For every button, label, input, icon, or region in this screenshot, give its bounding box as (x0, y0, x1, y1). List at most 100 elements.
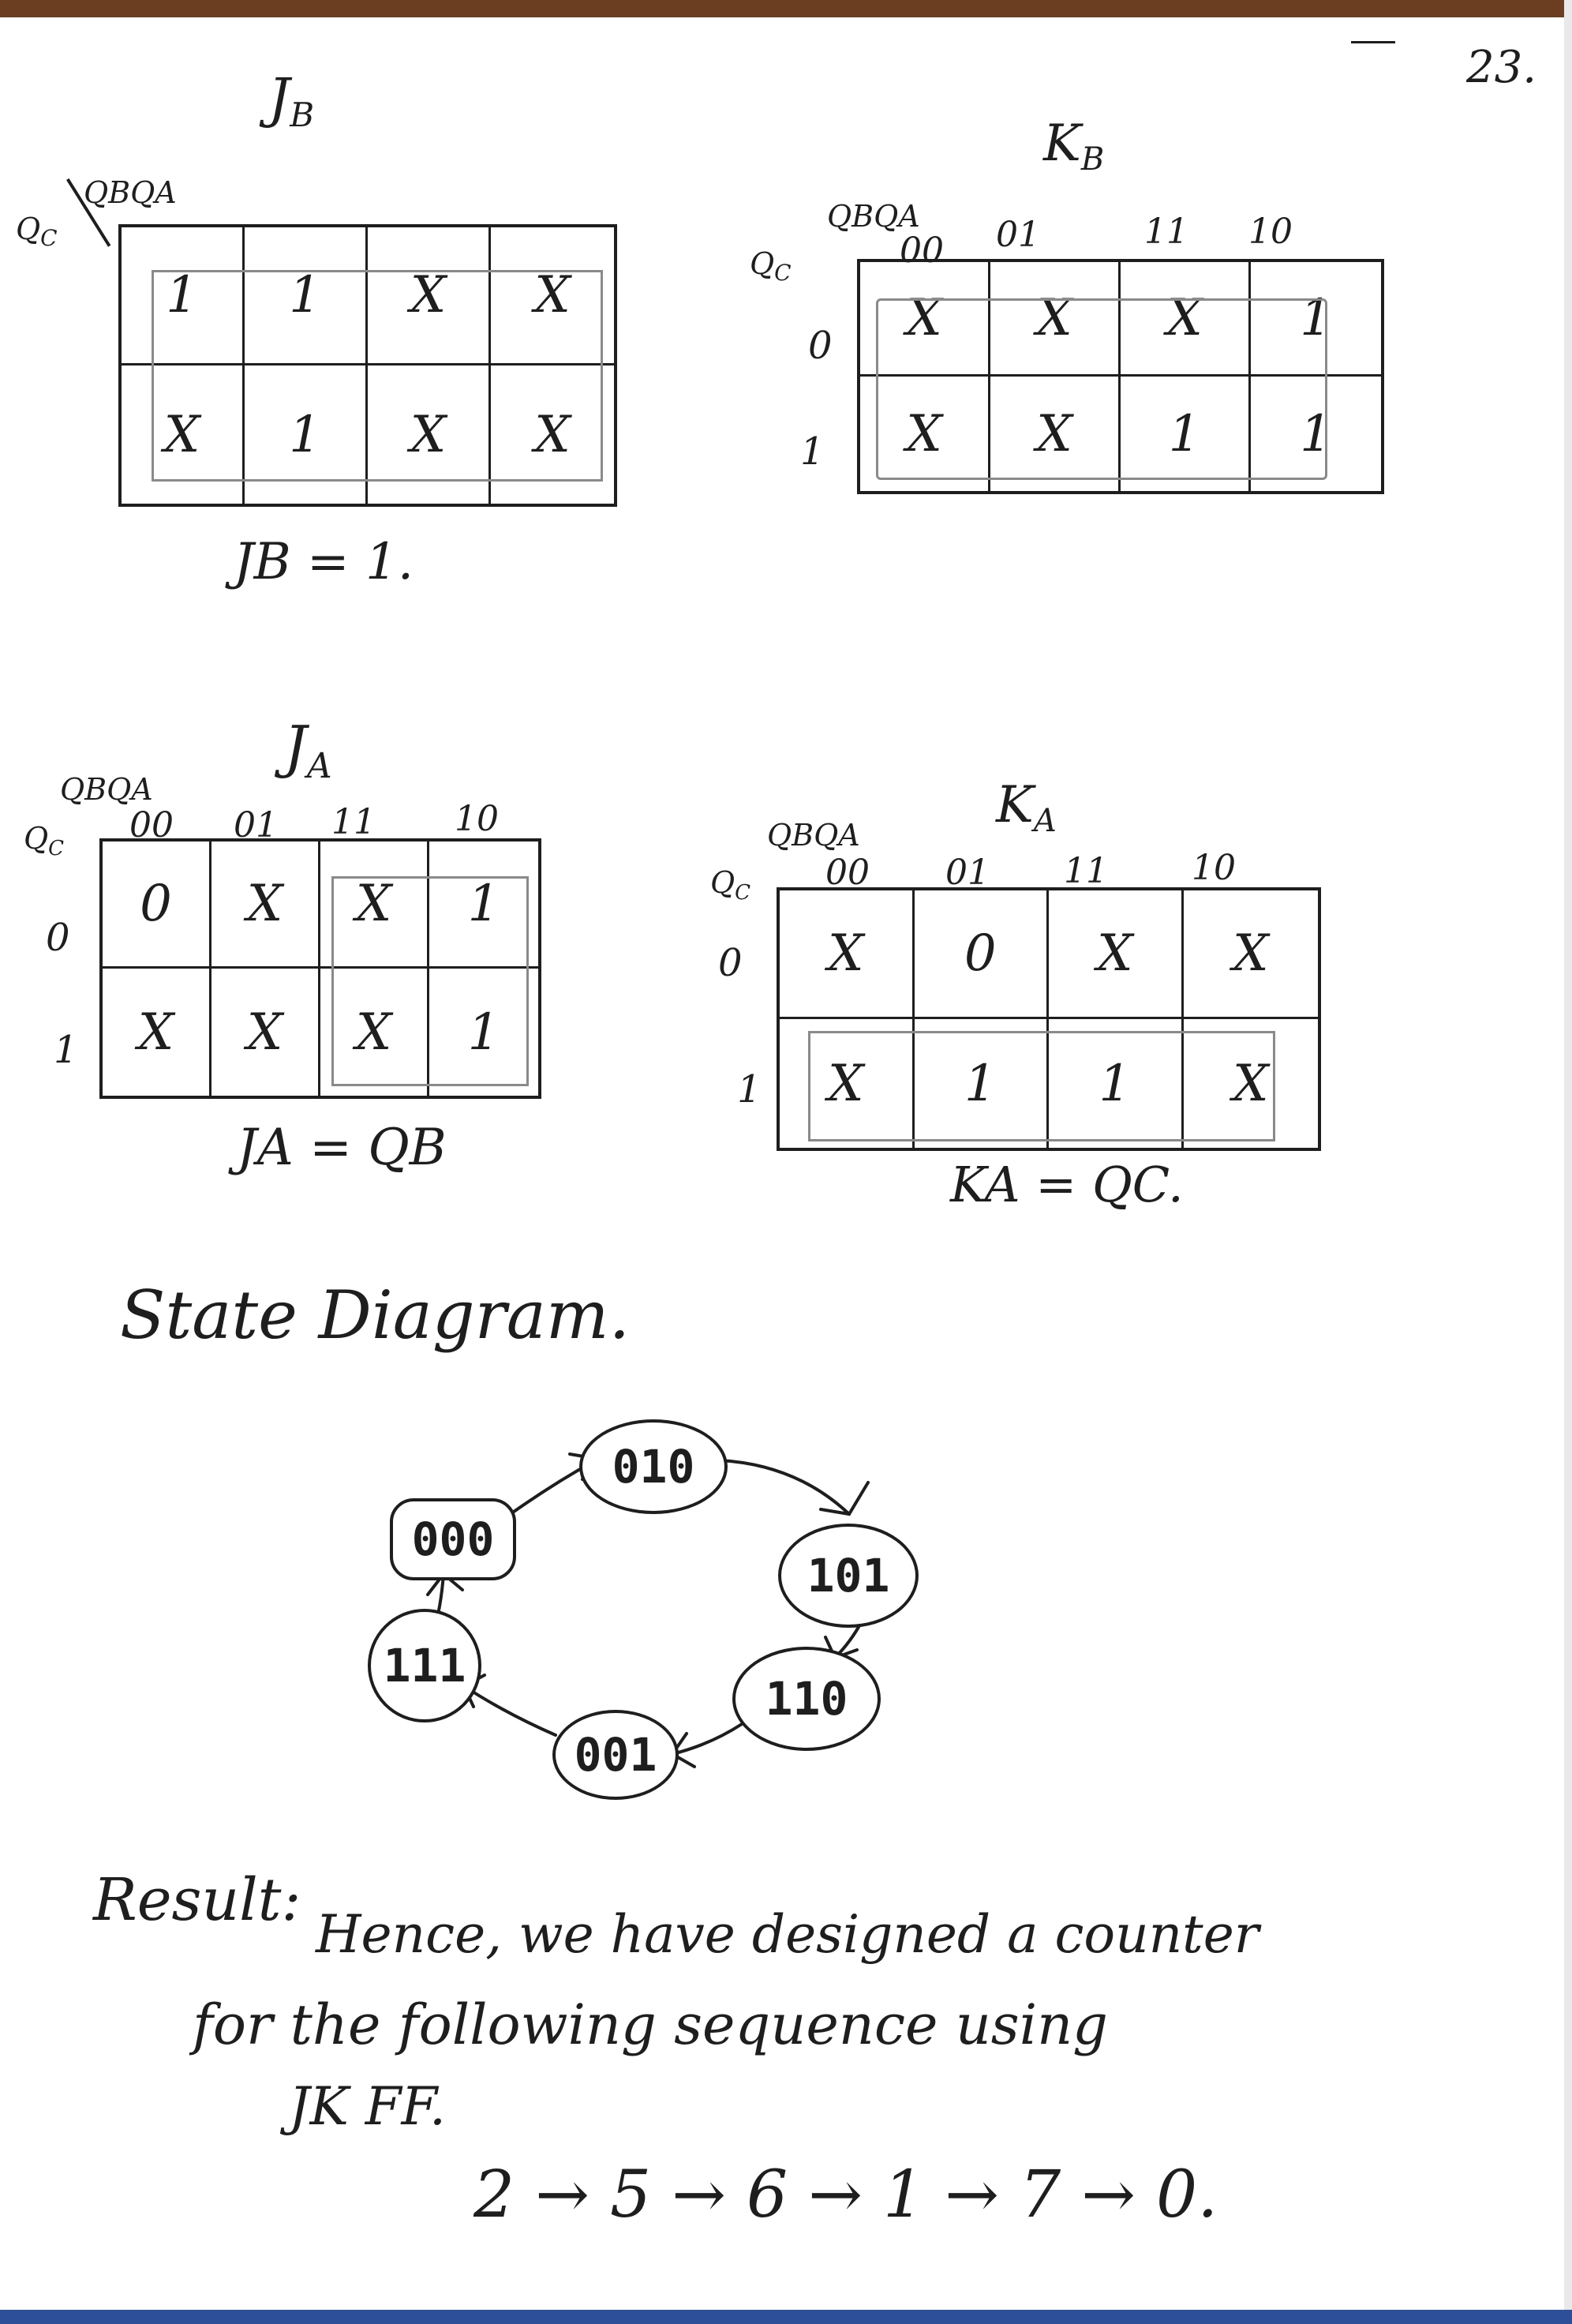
arrow-110-to-001 (671, 1722, 743, 1756)
arrow-001-to-111 (462, 1685, 557, 1737)
ja-equation: JA = QB (237, 1119, 447, 1177)
kb-cell: X (990, 377, 1121, 491)
ja-col-header: 11 (331, 802, 376, 842)
ka-corner-row-subscript: C (735, 881, 751, 905)
kb-corner-row-letter: Q (750, 246, 775, 281)
jb-title-subscript: B (290, 96, 315, 134)
ja-row-header: 0 (46, 916, 70, 960)
jb-corner-row-subscript: C (40, 225, 58, 251)
arrow-010-to-101 (720, 1459, 851, 1516)
jb-title-letter: J (268, 68, 290, 130)
result-line-2: for the following sequence using (193, 1992, 1108, 2057)
ja-title-subscript: A (306, 746, 332, 786)
state-node: 111 (368, 1609, 481, 1722)
page-number-dash (1351, 41, 1395, 43)
ka-row-header: 1 (737, 1067, 762, 1111)
jb-group-outline (152, 270, 603, 482)
ja-row-header: 1 (54, 1028, 78, 1072)
ka-title-subscript: A (1033, 803, 1057, 839)
kb-cell: X (860, 377, 990, 491)
jb-corner-col-vars: QBQA (84, 175, 177, 210)
kb-kmap-grid: X X X 1 X X 1 1 (857, 259, 1384, 494)
ka-col-header: 10 (1192, 848, 1236, 888)
ja-group-outline (331, 876, 529, 1086)
jb-cell: 1 (245, 365, 368, 504)
ka-col-header: 01 (945, 853, 990, 893)
state-node: 010 (579, 1419, 728, 1514)
kb-corner-row-subscript: C (774, 260, 792, 286)
jb-cell: X (491, 227, 614, 365)
state-node: 101 (778, 1524, 919, 1628)
ja-cell: X (103, 969, 211, 1096)
page-bottom-edge (0, 2310, 1572, 2324)
ka-corner-col-vars: QBQA (767, 818, 860, 853)
ka-col-header: 00 (825, 853, 870, 893)
jb-cell: X (534, 405, 571, 464)
ka-group-outline (808, 1031, 1275, 1141)
result-label: Result: (93, 1866, 301, 1934)
ja-cell: X (211, 969, 320, 1096)
state-diagram-heading: State Diagram. (120, 1276, 631, 1354)
ja-corner-row-subscript: C (48, 837, 65, 860)
kb-col-header: 11 (1144, 212, 1188, 252)
kb-row-header: 1 (800, 429, 825, 474)
ka-col-header: 11 (1064, 851, 1108, 891)
ja-corner-col-vars: QBQA (60, 772, 153, 807)
kb-cell: 1 (1121, 377, 1251, 491)
ja-cell: X (211, 842, 320, 969)
ja-title-letter: J (284, 714, 307, 780)
kb-group-outline (876, 298, 1327, 480)
state-node: 110 (732, 1647, 881, 1751)
result-line-3: JK FF. (289, 2076, 447, 2137)
kb-title-subscript: B (1080, 141, 1105, 178)
page-top-edge (0, 0, 1572, 17)
ka-corner-row-letter: Q (710, 865, 735, 900)
result-sequence: 2 → 5 → 6 → 1 → 7 → 0. (473, 2157, 1218, 2232)
ka-cell: X (1183, 890, 1318, 1019)
state-node: 000 (390, 1498, 516, 1580)
jb-cell: X (368, 365, 491, 504)
ja-kmap-grid: 0 X X 1 X X X 1 (99, 838, 541, 1099)
ka-corner-row-var: QC (710, 865, 750, 905)
jb-cell: 1 (245, 227, 368, 365)
jb-equation: JB = 1. (234, 533, 414, 591)
state-node: 001 (552, 1710, 679, 1800)
page-number: 23. (1466, 42, 1537, 93)
jb-cell: X (122, 365, 245, 504)
ka-title-letter: K (996, 776, 1034, 834)
ka-cell: X (1232, 1054, 1269, 1113)
jb-cell: 1 (122, 227, 245, 365)
ja-cell: X (320, 842, 429, 969)
ja-col-header: 10 (455, 799, 499, 839)
ja-map-title: JA (284, 718, 332, 784)
ka-kmap-grid: X 0 X X X 1 1 X (777, 887, 1321, 1151)
ka-cell: X (780, 1019, 915, 1148)
page-right-edge (1564, 0, 1572, 2324)
kb-col-header: 00 (900, 231, 944, 271)
ja-cell: X (320, 969, 429, 1096)
ka-cell: X (1049, 890, 1184, 1019)
ja-corner-row-letter: Q (24, 821, 49, 856)
kb-row-header: 0 (808, 324, 833, 368)
kb-corner-row-var: QC (750, 246, 792, 286)
ka-equation: KA = QC. (950, 1156, 1184, 1213)
arrowhead-101 (819, 1481, 870, 1516)
ja-cell: 1 (429, 842, 538, 969)
ka-row-header: 0 (718, 941, 743, 985)
ja-cell: 1 (467, 1003, 500, 1062)
kb-corner-col-vars: QBQA (827, 199, 920, 234)
result-line-1: Hence, we have designed a counter (316, 1904, 1259, 1965)
kb-map-title: KB (1043, 118, 1104, 175)
ka-cell: X (780, 890, 915, 1019)
kb-title-letter: K (1043, 114, 1081, 173)
ka-cell: 1 (1049, 1019, 1184, 1148)
kb-col-header: 10 (1248, 212, 1293, 252)
kb-col-header: 01 (996, 215, 1040, 255)
ka-cell: 0 (914, 890, 1049, 1019)
jb-cell: X (368, 227, 491, 365)
ka-cell: 1 (915, 1019, 1049, 1148)
ja-cell: 0 (103, 842, 211, 969)
ka-map-title: KA (996, 780, 1057, 837)
jb-kmap-grid: 1 1 X X X 1 X X (118, 224, 617, 507)
